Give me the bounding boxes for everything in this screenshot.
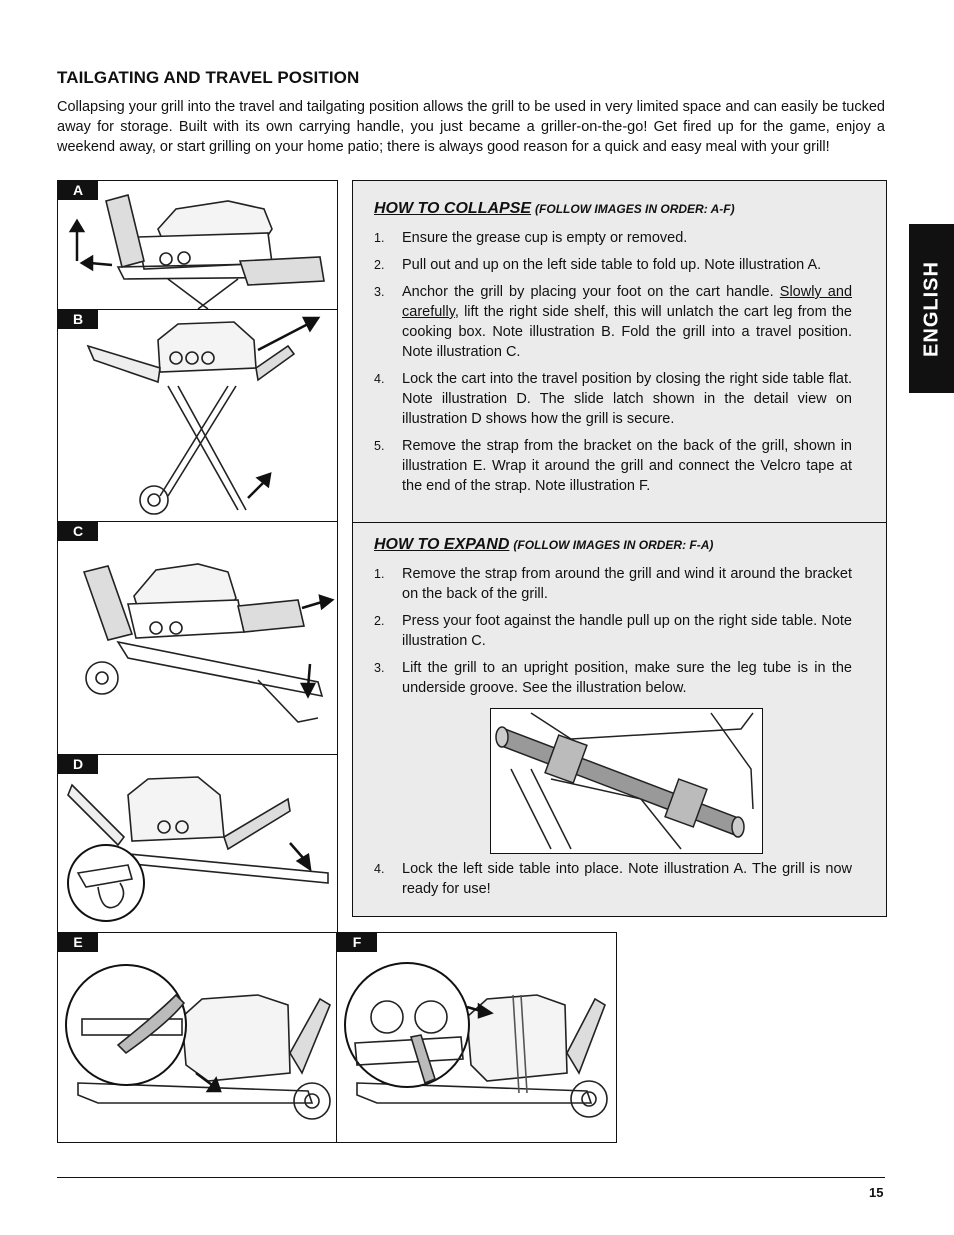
leg-tube-detail [490, 708, 763, 854]
bracket-detail-icon [65, 964, 187, 1086]
step-text: Anchor the grill by placing your foot on… [402, 284, 780, 300]
grill-lift-shelf-icon [86, 316, 321, 515]
step-number: 3. [374, 661, 385, 675]
collapse-step: 4. Lock the cart into the travel position… [374, 369, 852, 429]
expand-title: HOW TO EXPAND(FOLLOW IMAGES IN ORDER: F-… [374, 536, 713, 554]
collapse-step: 1. Ensure the grease cup is empty or remo… [374, 228, 852, 248]
expand-steps: 1. Remove the strap from around the grill… [374, 564, 852, 705]
panel-label-d: D [58, 755, 98, 774]
illustration-d: D [57, 754, 338, 934]
illustration-b: B [57, 309, 338, 522]
panel-label-c: C [58, 522, 98, 541]
panel-label-e: E [58, 933, 98, 952]
footer-rule [57, 1177, 885, 1178]
step-number: 5. [374, 439, 385, 453]
collapse-subtitle: (FOLLOW IMAGES IN ORDER: A-F) [535, 202, 735, 216]
step-text: Remove the strap from around the grill a… [402, 566, 852, 602]
strap-wrapped-icon [344, 962, 608, 1118]
collapse-title-text: HOW TO COLLAPSE [374, 200, 532, 217]
step-text: Ensure the grease cup is empty or remove… [402, 230, 688, 246]
collapse-instructions: HOW TO COLLAPSE(FOLLOW IMAGES IN ORDER: … [352, 180, 887, 523]
collapse-title: HOW TO COLLAPSE(FOLLOW IMAGES IN ORDER: … [374, 200, 735, 218]
collapse-step: 2. Pull out and up on the left side table… [374, 255, 852, 275]
expand-step: 2. Press your foot against the handle pul… [374, 611, 852, 651]
step-text: Pull out and up on the left side table t… [402, 257, 822, 273]
illustration-e: E [57, 932, 338, 1143]
step-number: 3. [374, 285, 385, 299]
panel-label-b: B [58, 310, 98, 329]
illustration-f: F [336, 932, 617, 1143]
panel-label-f: F [337, 933, 377, 952]
intro-paragraph: Collapsing your grill into the travel an… [57, 99, 885, 155]
grill-open-icon [68, 194, 325, 309]
collapse-step: 3. Anchor the grill by placing your foot … [374, 282, 852, 362]
page-number: 15 [869, 1185, 884, 1200]
expand-step: 1. Remove the strap from around the grill… [374, 564, 852, 604]
language-tab-label: ENGLISH [920, 260, 942, 357]
step-number: 1. [374, 231, 385, 245]
expand-subtitle: (FOLLOW IMAGES IN ORDER: F-A) [513, 538, 714, 552]
expand-title-text: HOW TO EXPAND [374, 536, 510, 553]
step-emphasis: Slowly and carefully [402, 284, 853, 320]
step-text: , lift the right side shelf, this will u… [402, 304, 852, 360]
grill-travel-position-icon [82, 563, 335, 723]
section-heading: TAILGATING AND TRAVEL POSITION [57, 68, 360, 87]
grill-locked-cart-icon [67, 776, 329, 922]
strap-detail-icon [344, 962, 470, 1088]
panel-label-a: A [58, 181, 98, 200]
illustration-c: C [57, 521, 338, 755]
step-text: Lock the cart into the travel position b… [402, 371, 852, 427]
step-number: 2. [374, 614, 385, 628]
step-text: Lock the left side table into place. Not… [402, 861, 852, 897]
expand-steps-final: 4. Lock the left side table into place. N… [374, 859, 852, 906]
step-number: 4. [374, 372, 385, 386]
step-number: 4. [374, 862, 385, 876]
language-tab: ENGLISH [909, 224, 954, 393]
illustration-a: A [57, 180, 338, 310]
collapse-steps: 1. Ensure the grease cup is empty or remo… [374, 228, 852, 503]
collapse-step: 5. Remove the strap from the bracket on t… [374, 436, 852, 496]
step-text: Press your foot against the handle pull … [402, 613, 852, 649]
expand-step: 4. Lock the left side table into place. N… [374, 859, 852, 899]
step-number: 1. [374, 567, 385, 581]
step-number: 2. [374, 258, 385, 272]
strap-bracket-icon [65, 964, 332, 1120]
step-text: Remove the strap from the bracket on the… [402, 438, 852, 494]
expand-step: 3. Lift the grill to an upright position,… [374, 658, 852, 698]
step-text: Lift the grill to an upright position, m… [402, 660, 852, 696]
leg-tube-groove-icon [495, 712, 754, 850]
